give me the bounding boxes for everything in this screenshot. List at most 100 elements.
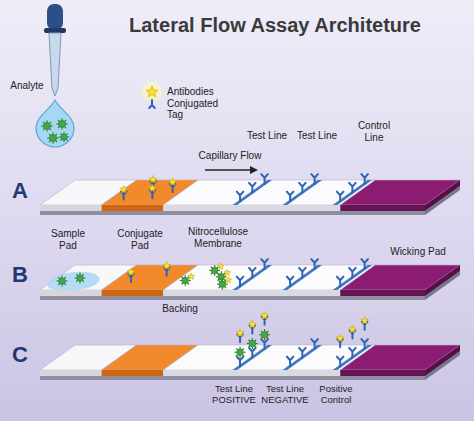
analyte-label: Analyte: [4, 80, 50, 92]
tag-star: [169, 178, 177, 185]
analyte-drop: [36, 100, 74, 147]
conjugate-pad: [102, 290, 164, 296]
test-line-band: [283, 265, 323, 290]
analyte-virus: [57, 276, 68, 287]
wicking-pad: [425, 265, 460, 296]
tag-star: [261, 312, 269, 320]
antibody-symbol: [311, 174, 318, 184]
nitrocellulose-membrane: [163, 370, 340, 376]
conjugate-pad: [102, 370, 164, 376]
row-letter: B: [9, 262, 31, 287]
antibody-symbol: [349, 348, 356, 358]
nitrocellulose-membrane: [163, 205, 340, 211]
sample-pad: [40, 290, 102, 296]
part-label: Sample Pad: [46, 228, 90, 251]
sample-pad: [40, 370, 102, 376]
tag-label: Antibodies Conjugated Tag: [167, 86, 233, 121]
tag-star: [120, 186, 128, 193]
tag-star: [361, 317, 369, 324]
nitrocellulose-membrane: [163, 180, 375, 205]
antibody-symbol: [299, 183, 306, 193]
pipette-bulb: [47, 4, 63, 30]
virus-body: [261, 331, 268, 338]
test-line-band: [233, 345, 273, 370]
antibody-symbol: [249, 268, 256, 278]
tag-star: [127, 268, 135, 275]
flow-arrow-head: [250, 166, 258, 174]
virus-body: [249, 340, 256, 347]
virus-body: [59, 121, 66, 128]
control-line-label: Control Line: [352, 120, 396, 143]
test-line-band: [283, 180, 323, 205]
row-letter: A: [9, 178, 31, 203]
antibody-symbol: [349, 268, 356, 278]
tag-star: [146, 86, 157, 97]
flow-label: Capillary Flow: [192, 150, 268, 162]
analyte-virus: [56, 118, 67, 129]
part-label: Wicking Pad: [383, 246, 453, 258]
virus-body: [211, 267, 217, 273]
antibody-symbol: [249, 348, 256, 358]
wicking-pad: [340, 290, 425, 296]
conjugated-tag-icon: [142, 82, 162, 108]
virus-body: [237, 349, 244, 356]
test-line-band: [333, 265, 373, 290]
backing-layer: [40, 211, 425, 215]
virus-body: [59, 278, 65, 284]
virus-body: [219, 281, 225, 287]
wicking-pad: [425, 180, 460, 211]
test-line-band: [333, 180, 373, 205]
antibody-symbol: [237, 277, 244, 287]
virus-body: [61, 134, 67, 140]
flow-arrow: [205, 169, 252, 171]
conjugate-pad: [102, 205, 164, 211]
pipette-collar: [44, 28, 66, 33]
test-line-band: [233, 180, 273, 205]
antibody-symbol: [261, 259, 268, 269]
test-line-label: Test Line: [293, 130, 341, 142]
sample-pad: [40, 205, 102, 211]
strip-b: [40, 259, 460, 300]
test-line-band: [283, 345, 323, 370]
wicking-pad: [340, 205, 425, 211]
analyte-virus: [41, 120, 52, 131]
sample-drop: [48, 272, 100, 290]
antibody-symbol: [237, 357, 244, 367]
row-letter: C: [9, 342, 31, 367]
antibody-symbol: [361, 339, 368, 349]
result-label: Test Line POSITIVE: [209, 384, 259, 406]
diagram-title: Lateral Flow Assay Architeture: [90, 14, 460, 37]
antibody-symbol: [311, 339, 318, 349]
virus-body: [218, 274, 224, 280]
part-label: Conjugate Pad: [114, 228, 166, 251]
wicking-pad: [340, 180, 460, 205]
backing-layer: [40, 376, 425, 380]
tag-star: [248, 320, 256, 328]
antibody-symbol: [337, 277, 344, 287]
result-label: Test Line NEGATIVE: [260, 384, 310, 406]
wicking-pad: [340, 370, 425, 376]
nitrocellulose-membrane: [163, 265, 375, 290]
tag-star: [149, 184, 157, 191]
nitrocellulose-membrane: [163, 290, 340, 296]
part-label: Backing: [150, 303, 210, 315]
tag-star: [336, 334, 344, 341]
strip-c: [40, 312, 460, 380]
antibody-symbol: [311, 259, 318, 269]
antibody-symbol: [287, 277, 294, 287]
antibody-symbol: [149, 100, 155, 108]
tag-star: [349, 326, 357, 333]
antibody-symbol: [337, 357, 344, 367]
virus-body: [44, 123, 51, 130]
tag-star: [224, 269, 231, 275]
antibody-symbol: [349, 183, 356, 193]
nitrocellulose-membrane: [163, 345, 375, 370]
wicking-pad: [340, 265, 460, 290]
antibody-symbol: [249, 183, 256, 193]
wicking-pad: [425, 345, 460, 376]
tag-star: [188, 273, 195, 279]
analyte-virus: [59, 132, 69, 142]
part-label: Nitrocellulose Membrane: [178, 226, 258, 249]
antibody-symbol: [361, 174, 368, 184]
tag-star: [163, 262, 171, 269]
